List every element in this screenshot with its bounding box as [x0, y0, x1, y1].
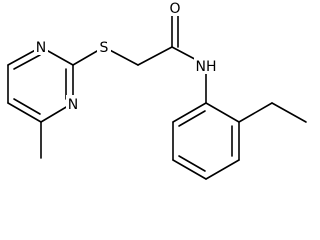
- bond-c4-c5: [7, 102, 42, 123]
- bond-p6-p1-inner: [178, 110, 206, 127]
- bond-p4-p5-inner: [178, 155, 206, 172]
- bond-c6-n1-inner: [13, 54, 41, 70]
- pyrimidine-ring: [7, 46, 74, 159]
- phenyl-ring: [172, 102, 240, 180]
- bond-p4-p5: [172, 159, 207, 180]
- ethyl-group: [238, 102, 307, 123]
- bond-p1-p2: [205, 102, 240, 123]
- linker-chain: [72, 9, 207, 104]
- bond-ch2-ch3: [271, 102, 307, 123]
- bond-aryl-ch2: [238, 102, 273, 123]
- atom-label-n3: N: [68, 97, 78, 113]
- molecule-structure: N N S O NH: [7, 0, 307, 180]
- bond-ch2-co: [137, 46, 173, 66]
- bond-p6-p1: [172, 102, 207, 123]
- atom-label-n1: N: [36, 40, 46, 56]
- atom-label-nh: NH: [196, 59, 217, 75]
- atom-label-o: O: [169, 1, 180, 17]
- bond-p3-p4: [205, 159, 240, 180]
- atom-label-s: S: [100, 40, 109, 56]
- atom-labels: N N S O NH: [34, 0, 218, 113]
- bond-c4-c5-inner: [13, 98, 41, 115]
